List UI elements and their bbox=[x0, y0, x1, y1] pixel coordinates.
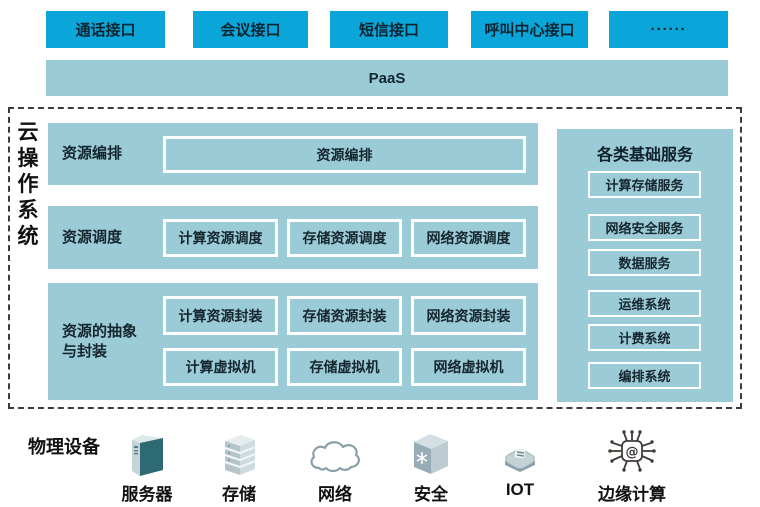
svg-text:@: @ bbox=[626, 445, 639, 460]
box-billing-system: 计费系统 bbox=[588, 324, 701, 351]
storage-icon bbox=[191, 427, 287, 477]
device-edge-label: 边缘计算 bbox=[598, 485, 666, 504]
physical-devices-label: 物理设备 bbox=[28, 437, 100, 457]
device-network: 网络 bbox=[287, 427, 383, 505]
api-block-callcenter: 呼叫中心接口 bbox=[471, 11, 588, 48]
basic-services-panel: 各类基础服务 计算存储服务 网络安全服务 数据服务 运维系统 计费系统 编排系统 bbox=[557, 129, 733, 402]
cloud-os-title: 云操作系统 bbox=[17, 121, 39, 248]
box-compute-storage-service: 计算存储服务 bbox=[588, 171, 701, 198]
device-storage: 存储 bbox=[191, 427, 287, 505]
box-network-encapsulation: 网络资源封装 bbox=[411, 296, 526, 335]
device-network-label: 网络 bbox=[318, 485, 352, 504]
api-block-sms: 短信接口 bbox=[330, 11, 448, 48]
iot-icon bbox=[472, 427, 568, 477]
security-icon bbox=[383, 427, 479, 477]
device-iot: IOT bbox=[472, 427, 568, 500]
box-storage-scheduling: 存储资源调度 bbox=[287, 219, 402, 257]
layer-scheduling: 资源调度 计算资源调度 存储资源调度 网络资源调度 bbox=[48, 206, 538, 269]
api-block-call: 通话接口 bbox=[46, 11, 165, 48]
api-block-more: ······ bbox=[609, 11, 728, 48]
box-network-scheduling: 网络资源调度 bbox=[411, 219, 526, 257]
paas-layer: PaaS bbox=[46, 60, 728, 96]
box-storage-encapsulation: 存储资源封装 bbox=[287, 296, 402, 335]
device-storage-label: 存储 bbox=[222, 485, 256, 504]
device-server: 服务器 bbox=[99, 427, 195, 505]
device-edge-computing: @ 边缘计算 bbox=[584, 427, 680, 505]
box-orchestration: 资源编排 bbox=[163, 136, 526, 173]
layer-scheduling-label: 资源调度 bbox=[62, 228, 123, 246]
server-icon bbox=[99, 427, 195, 477]
device-server-label: 服务器 bbox=[121, 485, 173, 504]
cloud-os-frame bbox=[8, 107, 742, 409]
box-storage-vm: 存储虚拟机 bbox=[287, 348, 402, 386]
device-security: 安全 bbox=[383, 427, 479, 505]
box-orchestration-system: 编排系统 bbox=[588, 362, 701, 389]
box-compute-encapsulation: 计算资源封装 bbox=[163, 296, 278, 335]
device-security-label: 安全 bbox=[414, 485, 448, 504]
edge-computing-icon: @ bbox=[584, 427, 680, 477]
box-data-service: 数据服务 bbox=[588, 249, 701, 276]
network-cloud-icon bbox=[287, 427, 383, 477]
box-ops-system: 运维系统 bbox=[588, 290, 701, 317]
device-iot-label: IOT bbox=[505, 480, 535, 499]
layer-orchestration: 资源编排 资源编排 bbox=[48, 123, 538, 185]
box-compute-scheduling: 计算资源调度 bbox=[163, 219, 278, 257]
box-network-security-service: 网络安全服务 bbox=[588, 214, 701, 241]
layer-orchestration-label: 资源编排 bbox=[62, 145, 123, 162]
box-network-vm: 网络虚拟机 bbox=[411, 348, 526, 386]
layer-abstraction: 资源的抽象与封装 计算资源封装 存储资源封装 网络资源封装 计算虚拟机 存储虚拟… bbox=[48, 283, 538, 400]
api-block-meeting: 会议接口 bbox=[193, 11, 308, 48]
box-compute-vm: 计算虚拟机 bbox=[163, 348, 278, 386]
layer-abstraction-label: 资源的抽象与封装 bbox=[62, 322, 138, 360]
basic-services-header: 各类基础服务 bbox=[596, 147, 693, 164]
